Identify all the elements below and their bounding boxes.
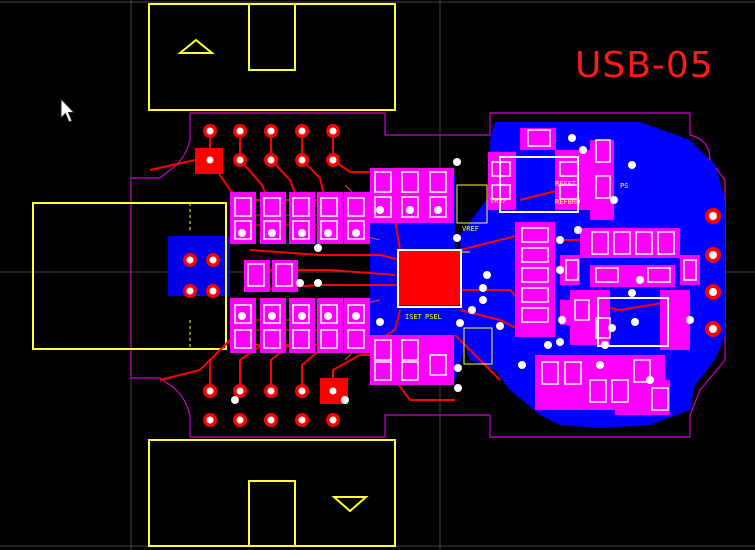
usb-connector-outline bbox=[32, 202, 227, 350]
silk-label-vref: VREF bbox=[462, 225, 479, 233]
silk-label-refbrd: REFBRD bbox=[555, 198, 581, 206]
silk-label-ps: PS bbox=[620, 182, 629, 190]
board-title: USB-05 bbox=[575, 45, 714, 86]
silkscreen-ref-marks bbox=[456, 184, 493, 365]
arrow-cursor-icon bbox=[60, 98, 76, 123]
silk-label-psel: PSEL bbox=[425, 313, 442, 321]
connector-bottom-outline bbox=[148, 439, 396, 547]
through-hole-pads-top bbox=[203, 124, 340, 167]
connector-top-key bbox=[248, 3, 296, 71]
silk-label-reset: RESET bbox=[555, 180, 577, 188]
mounting-holes bbox=[705, 208, 721, 337]
vias bbox=[231, 134, 694, 404]
connector-bottom-key bbox=[248, 480, 296, 547]
board-outline bbox=[130, 112, 726, 438]
ic-body-outline bbox=[397, 249, 462, 308]
connector-top-outline bbox=[148, 3, 396, 111]
bottom-copper-pour-left bbox=[168, 236, 230, 296]
triangle-down-icon bbox=[331, 496, 369, 513]
usb-connector-pins bbox=[183, 253, 220, 298]
silk-label-iset: ISET bbox=[405, 313, 422, 321]
pad-windows bbox=[234, 129, 697, 411]
ic-right-outline bbox=[597, 297, 669, 347]
triangle-up-icon bbox=[177, 38, 215, 54]
through-hole-pads-bottom bbox=[203, 384, 340, 427]
silk-label-vref-2: VREF bbox=[490, 197, 507, 205]
